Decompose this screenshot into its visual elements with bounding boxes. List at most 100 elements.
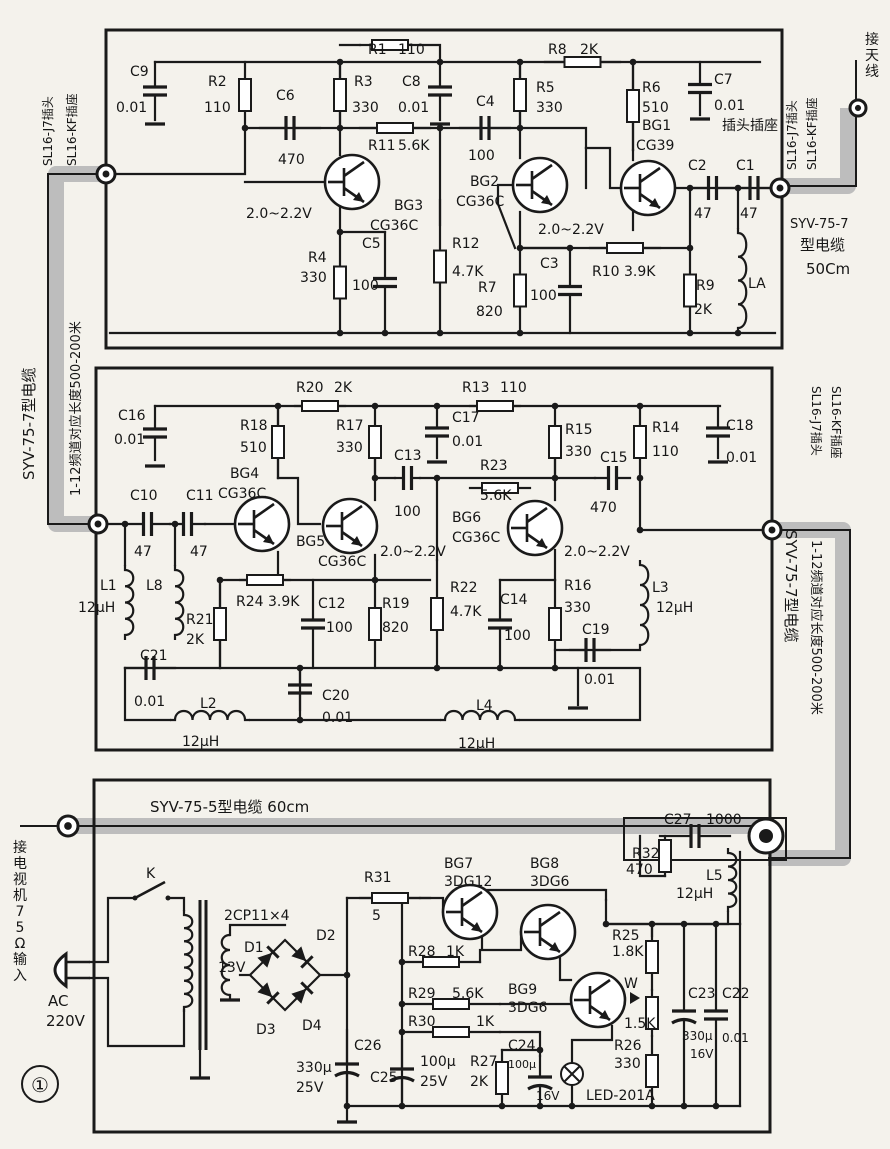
l2-name: L2 (200, 696, 217, 712)
c15-capacitor (593, 466, 632, 490)
r13-value: 110 (500, 380, 527, 396)
la-coil (736, 228, 748, 333)
c24-value: 100μ (508, 1058, 536, 1071)
tv-output-label-char: 接 (13, 839, 27, 856)
r27-value: 2K (470, 1074, 489, 1090)
bg5-name: BG5 (296, 534, 325, 550)
tv-output-label-char: 机 (13, 888, 27, 904)
r4-resistor (333, 230, 347, 335)
l2-coil (170, 709, 250, 722)
c5-name: C5 (362, 236, 381, 252)
r22-name: R22 (450, 580, 478, 596)
r7-name: R7 (478, 280, 497, 296)
c21-capacitor (123, 656, 177, 680)
bg6-bias-voltage: 2.0~2.2V (564, 544, 630, 560)
c8-name: C8 (402, 74, 421, 90)
stage1-out-cable-model: SYV-75-7 (790, 217, 849, 232)
c16-capacitor (143, 404, 167, 462)
right-cable-length: 1-12频道对应长度500-200米 (808, 540, 824, 715)
c1-name: C1 (736, 158, 755, 174)
r29-name: R29 (408, 986, 436, 1002)
r8-value: 2K (580, 42, 599, 58)
r9-name: R9 (696, 278, 715, 294)
r1-value: 110 (398, 42, 425, 58)
led-label: LED-201A (586, 1088, 655, 1104)
r27-name: R27 (470, 1054, 498, 1070)
stage2-input-jack-pin (94, 520, 102, 528)
bg5-transistor (321, 497, 379, 555)
c15-name: C15 (600, 450, 628, 466)
c21-name: C21 (140, 648, 168, 664)
c14-name: C14 (500, 592, 528, 608)
r8-name: R8 (548, 42, 567, 58)
c8-value: 0.01 (398, 100, 429, 116)
r32-name: R32 (632, 846, 660, 862)
r22-resistor (430, 558, 444, 670)
bg3-transistor (323, 153, 381, 211)
r28-value: 1K (446, 944, 465, 960)
r6-value: 510 (642, 100, 669, 116)
feed-box (623, 817, 787, 861)
r5-value: 330 (536, 100, 563, 116)
r32-resistor (658, 834, 672, 878)
r7-value: 820 (476, 304, 503, 320)
r14-resistor (633, 404, 647, 480)
c26-value: 330μ (296, 1060, 332, 1076)
c21-value: 0.01 (134, 694, 165, 710)
r25-name: R25 (612, 928, 640, 944)
r32-value: 470 (626, 862, 653, 878)
transformer-primary (182, 910, 194, 1012)
c24-voltage: 16V (536, 1089, 560, 1103)
r24-resistor (238, 574, 292, 586)
bg2-type: CG36C (456, 194, 504, 210)
bg1-name: BG1 (642, 118, 671, 134)
l5-name: L5 (706, 868, 723, 884)
r26-resistor (645, 1034, 659, 1108)
r17-resistor (368, 404, 382, 480)
c11-capacitor (168, 512, 207, 536)
c18-name: C18 (726, 418, 754, 434)
transformer-secondary (220, 933, 231, 997)
junction-dot (636, 526, 644, 534)
bg6-type: CG36C (452, 530, 500, 546)
r17-name: R17 (336, 418, 364, 434)
c4-name: C4 (476, 94, 495, 110)
r12-resistor (433, 198, 447, 335)
bg7-transistor (441, 883, 499, 941)
tv-output-label-char: 5 (16, 920, 25, 936)
bridge-label: 2CP11×4 (224, 908, 290, 924)
top-left-plug-label: SL16-J7插头 (41, 96, 55, 166)
r9-value: 2K (694, 302, 713, 318)
bg2-bias-voltage: 2.0~2.2V (538, 222, 604, 238)
tv-output-label-char: 视 (13, 872, 27, 888)
ac-plug (53, 951, 90, 989)
r21-resistor (213, 578, 227, 670)
l3-value: 12μH (656, 600, 693, 616)
left-cable-length: 1-12频道对应长度500-200米 (68, 321, 84, 496)
r4-name: R4 (308, 250, 327, 266)
stage2-output-jack-pin (768, 526, 776, 534)
c17-value: 0.01 (452, 434, 483, 450)
c7-capacitor (688, 60, 712, 117)
r2-value: 110 (204, 100, 231, 116)
tv-output-label-char: 电 (13, 856, 27, 872)
bg8-name: BG8 (530, 856, 559, 872)
stage2-box (94, 366, 774, 752)
c6-capacitor (258, 116, 322, 140)
l1-coil (123, 565, 135, 640)
c10-capacitor (123, 512, 172, 536)
bg2-transistor (511, 156, 569, 214)
l1-name: L1 (100, 578, 117, 594)
c14-value: 100 (504, 628, 531, 644)
r26-name: R26 (614, 1038, 642, 1054)
r14-name: R14 (652, 420, 680, 436)
bg9-name: BG9 (508, 982, 537, 998)
ac-voltage: 220V (46, 1012, 86, 1030)
tv-output-label-char: 7 (16, 904, 25, 920)
c19-capacitor (568, 638, 612, 662)
bg2-name: BG2 (470, 174, 499, 190)
c23-name: C23 (688, 986, 716, 1002)
c6-value: 470 (278, 152, 305, 168)
c24-capacitor (527, 1054, 553, 1108)
